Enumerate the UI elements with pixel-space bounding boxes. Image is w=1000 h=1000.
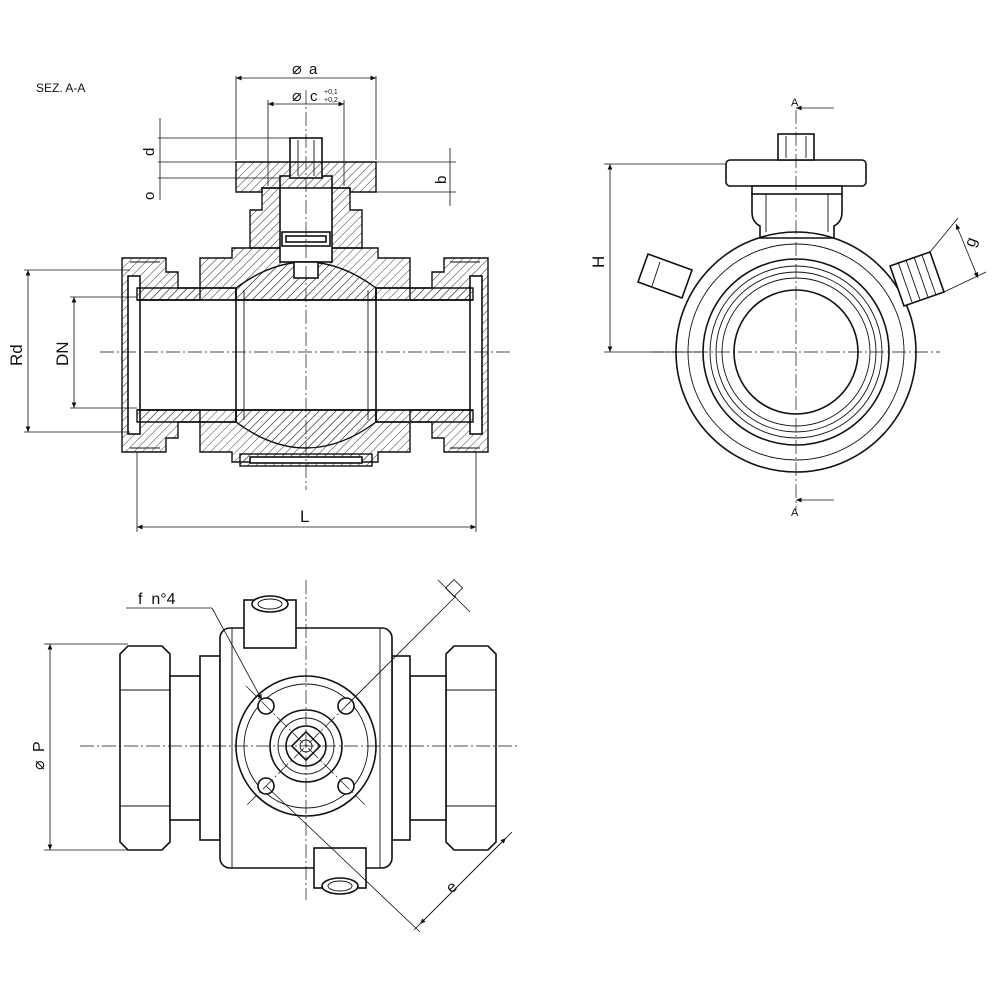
dim-label-o: o bbox=[141, 192, 158, 200]
left-end-piece bbox=[136, 287, 237, 301]
dim-c-tolerance-lower: +0,2 bbox=[324, 97, 338, 104]
dim-label-H: H bbox=[589, 256, 608, 268]
dim-label-DN: DN bbox=[53, 341, 72, 366]
dim-label-b: b bbox=[433, 176, 450, 184]
dim-label-d: d bbox=[141, 148, 158, 156]
dim-label-L: L bbox=[300, 507, 309, 526]
symbol-diameter-p: ⌀ bbox=[31, 760, 48, 770]
symbol-diameter-a: ⌀ bbox=[292, 61, 302, 78]
left-union-nut bbox=[121, 257, 201, 453]
top-view bbox=[44, 578, 520, 933]
right-end-piece bbox=[375, 287, 474, 301]
dim-label-a: a bbox=[309, 61, 318, 78]
dim-label-g: g bbox=[962, 235, 981, 249]
top-flange bbox=[235, 161, 377, 193]
bolt-hole-label: f n°4 bbox=[138, 591, 176, 608]
section-title: SEZ. A-A bbox=[36, 81, 85, 95]
symbol-diameter-c: ⌀ bbox=[292, 88, 302, 105]
dim-c-tolerance-upper: +0,1 bbox=[324, 89, 338, 96]
section-marker-top: A bbox=[791, 97, 799, 109]
dim-label-c: c bbox=[310, 88, 318, 105]
dim-label-Rd: Rd bbox=[7, 344, 26, 366]
section-marker-bottom: A bbox=[791, 507, 799, 519]
dim-label-P: P bbox=[31, 741, 48, 752]
right-union-nut bbox=[409, 257, 489, 453]
dim-label-e: e bbox=[443, 878, 461, 896]
section-view bbox=[24, 75, 510, 532]
side-view bbox=[604, 105, 987, 510]
